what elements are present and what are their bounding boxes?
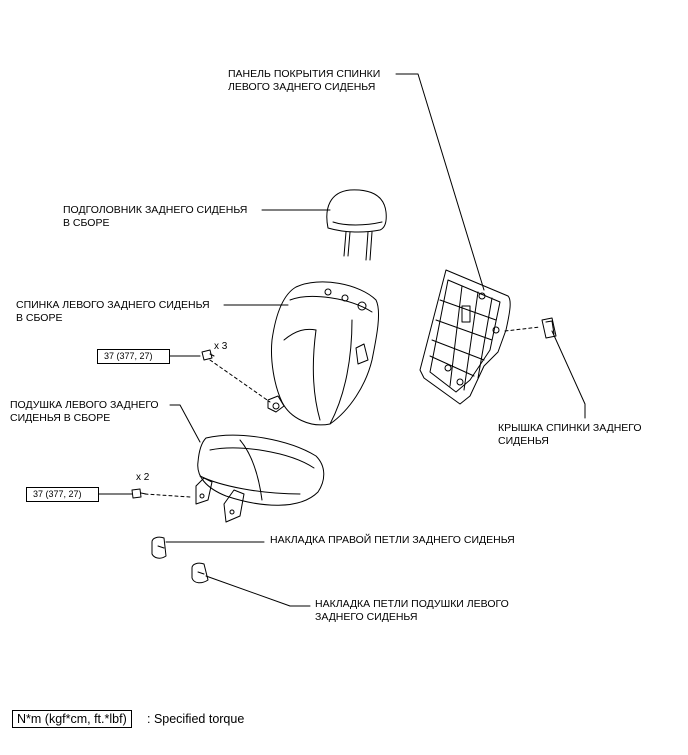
leader-cushion-hinge-cover xyxy=(205,575,311,607)
dash-back-cover xyxy=(504,326,541,332)
bolt-lower xyxy=(131,488,147,499)
dash-upper-bolt xyxy=(209,359,271,403)
right-hinge-cover-drawing xyxy=(151,536,167,559)
back-panel-drawing xyxy=(419,269,511,405)
leader-back-cover xyxy=(551,330,586,419)
quantity-lower: x 2 xyxy=(136,472,150,483)
legend-description: : Specified torque xyxy=(147,712,245,726)
label-back-cover: КРЫШКА СПИНКИ ЗАДНЕГО СИДЕНЬЯ xyxy=(498,422,642,447)
label-cushion-hinge-cover: НАКЛАДКА ПЕТЛИ ПОДУШКИ ЛЕВОГО ЗАДНЕГО СИ… xyxy=(315,598,509,623)
legend-unit-box: N*m (kgf*cm, ft.*lbf) xyxy=(12,710,132,728)
label-back-panel: ПАНЕЛЬ ПОКРЫТИЯ СПИНКИ ЛЕВОГО ЗАДНЕГО СИ… xyxy=(228,68,381,93)
label-cushion: ПОДУШКА ЛЕВОГО ЗАДНЕГО СИДЕНЬЯ В СБОРЕ xyxy=(10,399,159,424)
cushion-drawing xyxy=(195,434,325,523)
headrest-drawing xyxy=(326,189,387,261)
label-right-hinge-cover: НАКЛАДКА ПРАВОЙ ПЕТЛИ ЗАДНЕГО СИДЕНЬЯ xyxy=(270,534,515,546)
label-seatback: СПИНКА ЛЕВОГО ЗАДНЕГО СИДЕНЬЯ В СБОРЕ xyxy=(16,299,210,324)
dash-lower-bolt xyxy=(144,493,191,498)
seatback-drawing xyxy=(267,281,379,426)
torque-box-upper: 37 (377, 27) xyxy=(97,349,170,364)
quantity-upper: x 3 xyxy=(214,341,228,352)
torque-box-lower: 37 (377, 27) xyxy=(26,487,99,502)
back-cover-drawing xyxy=(541,317,557,339)
leader-cushion xyxy=(169,404,201,443)
cushion-hinge-cover-drawing xyxy=(191,562,209,584)
label-headrest: ПОДГОЛОВНИК ЗАДНЕГО СИДЕНЬЯ В СБОРЕ xyxy=(63,204,248,229)
bolt-upper xyxy=(201,349,215,361)
leader-back-panel xyxy=(395,73,485,291)
